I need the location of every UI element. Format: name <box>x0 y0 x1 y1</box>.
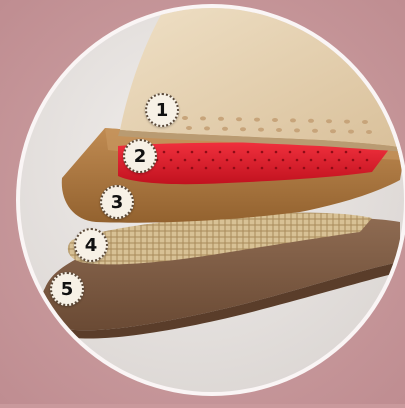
red-perforation-dot <box>191 167 194 170</box>
leather-perforation-dot <box>348 130 354 134</box>
leather-perforation-dot <box>200 116 206 120</box>
leather-perforation-dot <box>204 126 210 130</box>
leather-perforation-dot <box>330 129 336 133</box>
red-perforation-dot <box>317 151 320 154</box>
red-perforation-dot <box>240 159 243 162</box>
red-perforation-dot <box>247 167 250 170</box>
red-perforation-dot <box>191 151 194 154</box>
leather-perforation-dot <box>344 120 350 124</box>
red-perforation-dot <box>205 151 208 154</box>
red-perforation-dot <box>275 151 278 154</box>
red-perforation-dot <box>317 167 320 170</box>
red-perforation-dot <box>338 159 341 162</box>
red-perforation-dot <box>359 167 362 170</box>
leather-perforation-dot <box>218 117 224 121</box>
red-perforation-dot <box>163 151 166 154</box>
red-perforation-dot <box>289 151 292 154</box>
layer-number-5: 5 <box>61 279 74 300</box>
red-perforation-dot <box>275 167 278 170</box>
leather-perforation-dot <box>294 128 300 132</box>
red-perforation-dot <box>170 159 173 162</box>
leather-perforation-dot <box>272 118 278 122</box>
red-perforation-dot <box>303 167 306 170</box>
red-perforation-dot <box>324 159 327 162</box>
red-perforation-dot <box>352 159 355 162</box>
layer-number-3: 3 <box>111 192 124 213</box>
red-perforation-dot <box>345 167 348 170</box>
red-perforation-dot <box>226 159 229 162</box>
red-perforation-dot <box>296 159 299 162</box>
red-perforation-dot <box>219 151 222 154</box>
layer-badge-5: 5 <box>50 272 84 306</box>
red-perforation-dot <box>303 151 306 154</box>
leather-perforation-dot <box>326 119 332 123</box>
red-perforation-dot <box>177 167 180 170</box>
leather-perforation-dot <box>240 127 246 131</box>
layer-number-4: 4 <box>85 235 98 256</box>
leather-perforation-dot <box>362 120 368 124</box>
red-perforation-dot <box>233 151 236 154</box>
red-perforation-dot <box>310 159 313 162</box>
red-perforation-dot <box>233 167 236 170</box>
leather-perforation-dot <box>312 129 318 133</box>
layer-number-2: 2 <box>134 146 147 167</box>
leather-perforation-dot <box>290 118 296 122</box>
red-perforation-dot <box>268 159 271 162</box>
red-perforation-dot <box>366 159 369 162</box>
red-perforation-dot <box>205 167 208 170</box>
leather-perforation-dot <box>186 126 192 130</box>
red-perforation-dot <box>289 167 292 170</box>
red-perforation-dot <box>331 167 334 170</box>
leather-perforation-dot <box>258 128 264 132</box>
layer-badge-2: 2 <box>123 139 157 173</box>
red-perforation-dot <box>261 167 264 170</box>
red-perforation-dot <box>247 151 250 154</box>
red-perforation-dot <box>282 159 285 162</box>
layer-number-1: 1 <box>156 100 169 121</box>
red-perforation-dot <box>261 151 264 154</box>
red-perforation-dot <box>184 159 187 162</box>
leather-perforation-dot <box>276 128 282 132</box>
leather-perforation-dot <box>182 116 188 120</box>
red-perforation-dot <box>331 151 334 154</box>
leather-perforation-dot <box>222 127 228 131</box>
red-perforation-dot <box>345 151 348 154</box>
red-perforation-dot <box>198 159 201 162</box>
leather-perforation-dot <box>366 130 372 134</box>
red-perforation-dot <box>254 159 257 162</box>
layer-badge-1: 1 <box>145 93 179 127</box>
leather-perforation-dot <box>308 119 314 123</box>
red-perforation-dot <box>359 151 362 154</box>
layer-badge-4: 4 <box>74 228 108 262</box>
red-perforation-dot <box>212 159 215 162</box>
red-perforation-dot <box>163 167 166 170</box>
red-perforation-dot <box>219 167 222 170</box>
red-perforation-dot <box>177 151 180 154</box>
layer-badge-3: 3 <box>100 185 134 219</box>
leather-perforation-dot <box>254 118 260 122</box>
leather-perforation-dot <box>236 117 242 121</box>
